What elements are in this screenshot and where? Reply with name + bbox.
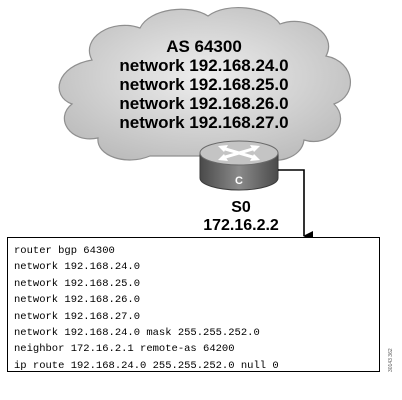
config-line-router-bgp: router bgp 64300 — [14, 245, 115, 257]
config-line-network-1: network 192.168.24.0 — [14, 261, 141, 274]
config-line-network-4: network 192.168.27.0 — [14, 310, 141, 323]
config-line-network-3: network 192.168.26.0 — [14, 294, 141, 307]
cloud-line-network-3: network 192.168.26.0 — [119, 94, 288, 113]
config-line-network-mask: network 192.168.24.0 mask 255.255.252.0 — [14, 327, 260, 340]
router-label: C — [235, 175, 243, 187]
cloud-line-network-4: network 192.168.27.0 — [119, 113, 288, 132]
cloud-line-network-1: network 192.168.24.0 — [119, 56, 288, 75]
as-cloud: AS 64300 network 192.168.24.0 network 19… — [58, 6, 351, 161]
interface-name: S0 — [231, 199, 251, 216]
serial-link-line — [278, 169, 313, 241]
serial-link — [278, 169, 313, 241]
cloud-shape — [58, 6, 351, 161]
figure-id: 30143 362 — [388, 348, 394, 372]
config-line-neighbor: neighbor 172.16.2.1 remote-as 64200 — [14, 343, 235, 356]
config-line-static-route: ip route 192.168.24.0 255.255.252.0 null… — [14, 359, 279, 372]
config-line-network-2: network 192.168.25.0 — [14, 277, 141, 290]
cloud-line-network-2: network 192.168.25.0 — [119, 75, 288, 94]
interface-address: 172.16.2.2 — [203, 217, 279, 234]
cloud-line-as: AS 64300 — [166, 37, 242, 56]
router-icon: C — [199, 140, 279, 191]
router-config-box: router bgp 64300 network 192.168.24.0 ne… — [7, 237, 380, 372]
router-arrows-icon — [218, 145, 260, 161]
